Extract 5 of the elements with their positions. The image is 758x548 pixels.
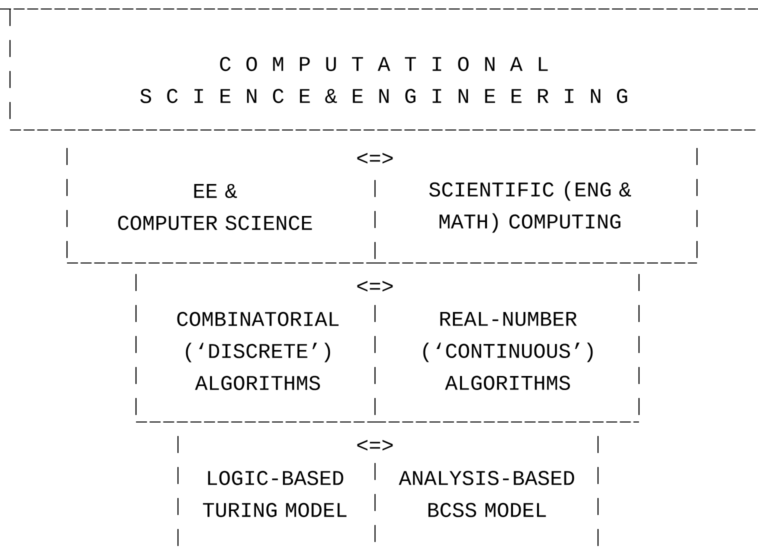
equivalence-sign: <=> [357,280,393,292]
equivalence-sign: <=> [357,440,393,451]
model-box: ANALYSIS-BASED BCSS MODEL [398,436,599,548]
equivalence-sign: <=> [357,152,393,164]
title-band: C O M P U T A T I O N A L S C I E N C E & E N G I N E E R I N G [0,8,758,131]
